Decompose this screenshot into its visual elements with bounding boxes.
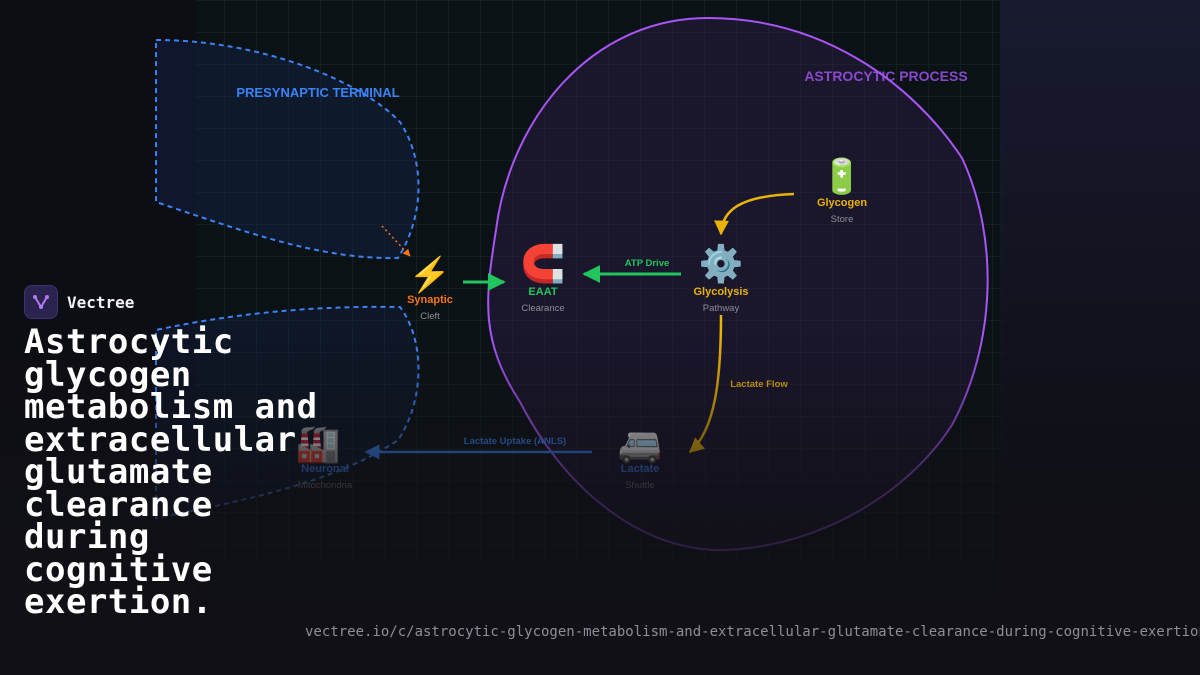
vectree-logo-icon <box>24 285 58 319</box>
eaat-node-title: EAAT <box>528 286 557 298</box>
glycolysis-node-title: Glycolysis <box>693 286 748 298</box>
page-url[interactable]: vectree.io/c/astrocytic-glycogen-metabol… <box>305 624 1200 640</box>
synaptic-cleft-node: ⚡ Synaptic Cleft <box>407 255 453 322</box>
lightning-icon: ⚡ <box>409 255 451 295</box>
glycolysis-pathway-node: ⚙️ Glycolysis Pathway <box>693 243 748 314</box>
glycogen-to-glycolysis-edge <box>714 192 795 236</box>
synaptic-node-title: Synaptic <box>407 294 453 306</box>
presynaptic-terminal-label: PRESYNAPTIC TERMINAL <box>236 85 399 100</box>
brand: Vectree <box>24 285 134 319</box>
lactate-node-title: Lactate <box>621 463 660 475</box>
gear-icon: ⚙️ <box>699 243 744 284</box>
lactate-flow-label: Lactate Flow <box>730 379 788 390</box>
van-icon: 🚐 <box>618 423 663 464</box>
glycogen-store-node: 🔋 Glycogen Store <box>817 157 867 225</box>
brand-name: Vectree <box>67 292 135 312</box>
battery-icon: 🔋 <box>821 157 863 196</box>
eaat-node-subtitle: Clearance <box>521 303 564 314</box>
presynaptic-terminal-region <box>155 38 420 260</box>
glycogen-node-title: Glycogen <box>817 197 867 209</box>
magnet-icon: 🧲 <box>521 243 566 284</box>
synaptic-node-subtitle: Cleft <box>420 311 440 322</box>
atp-drive-label: ATP Drive <box>625 258 670 269</box>
lactate-uptake-label: Lactate Uptake (ANLS) <box>464 436 566 447</box>
glutamate-release-edge <box>381 225 411 257</box>
lactate-node-subtitle: Shuttle <box>625 480 655 491</box>
page-title: Astrocytic glycogen metabolism and extra… <box>24 322 318 622</box>
astrocytic-process-label: ASTROCYTIC PROCESS <box>804 68 967 84</box>
eaat-clearance-node: 🧲 EAAT Clearance <box>521 243 566 314</box>
glycolysis-node-subtitle: Pathway <box>703 303 740 314</box>
glycogen-node-subtitle: Store <box>831 214 854 225</box>
